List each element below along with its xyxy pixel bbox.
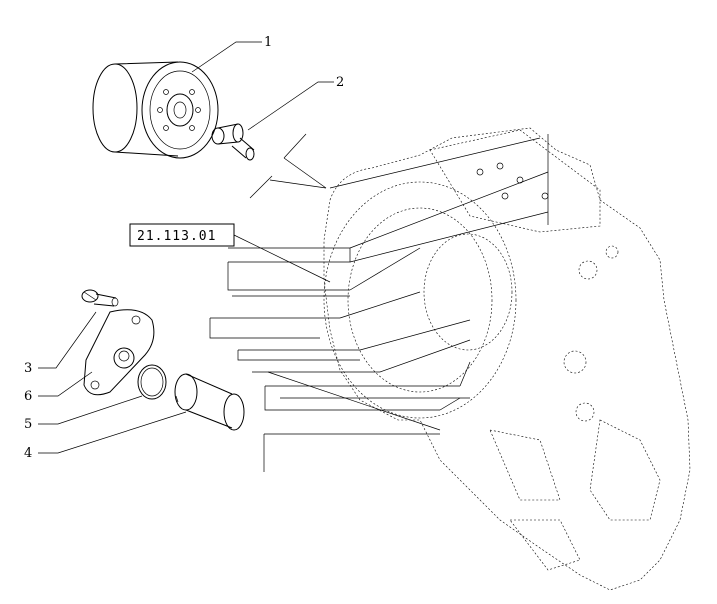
cover-plate[interactable] xyxy=(83,309,155,396)
o-ring-seal[interactable] xyxy=(137,364,167,400)
callout-2: 2 xyxy=(247,75,344,131)
oil-filter-cartridge[interactable] xyxy=(92,61,219,159)
callout-6-label: 6 xyxy=(24,389,32,404)
callout-5: 5 xyxy=(24,395,143,432)
callout-6: 6 xyxy=(24,371,93,404)
placement-reference-lines xyxy=(209,134,549,472)
bolt[interactable] xyxy=(81,289,119,307)
reference-code: 21.113.01 xyxy=(137,229,216,244)
callout-3-label: 3 xyxy=(24,361,32,376)
filter-element[interactable] xyxy=(174,373,245,431)
threaded-nipple[interactable] xyxy=(211,123,255,161)
callout-1-label: 1 xyxy=(264,35,272,50)
callout-4-label: 4 xyxy=(24,446,32,461)
callout-4: 4 xyxy=(24,411,187,461)
callout-5-label: 5 xyxy=(24,417,32,432)
callout-1: 1 xyxy=(191,35,272,73)
assembly-direction-arrow xyxy=(249,133,327,199)
callout-2-label: 2 xyxy=(336,75,344,90)
reference-box[interactable]: 21.113.01 xyxy=(129,223,331,283)
callout-3: 3 xyxy=(24,311,97,376)
transmission-housing xyxy=(323,127,691,591)
